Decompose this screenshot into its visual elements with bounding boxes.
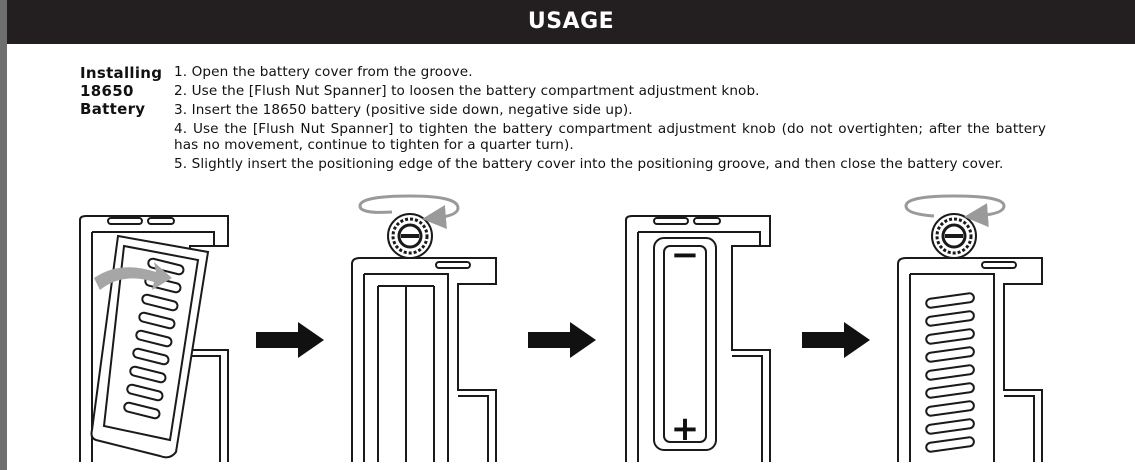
device-loosen-knob-illustration [351, 257, 497, 462]
left-edge-bar [0, 0, 7, 470]
installation-illustrations: − + [79, 194, 1043, 462]
section-label-line: 18650 [80, 82, 134, 100]
rotate-counterclockwise-icon [358, 194, 460, 229]
instruction-step: 5. Slightly insert the positioning edge … [174, 156, 1004, 172]
open-direction-arrow [94, 262, 172, 290]
battery-negative-icon: − [671, 235, 700, 275]
device-insert-battery-illustration [625, 215, 771, 462]
instruction-steps: 1. Open the battery cover from the groov… [174, 64, 1046, 175]
section-label: Installing 18650 Battery [80, 64, 170, 118]
closed-cover-slots [925, 292, 975, 453]
instruction-step: 4. Use the [Flush Nut Spanner] to tighte… [174, 121, 1046, 153]
step-arrow-icon [256, 322, 324, 358]
cover-slots [123, 257, 185, 420]
rotate-clockwise-icon [904, 194, 1006, 228]
step-arrow-icon [802, 322, 870, 358]
instruction-step: 2. Use the [Flush Nut Spanner] to loosen… [174, 83, 760, 99]
instruction-step: 1. Open the battery cover from the groov… [174, 64, 473, 80]
section-label-line: Battery [80, 100, 146, 118]
page-header: USAGE [7, 0, 1135, 44]
header-title: USAGE [527, 9, 615, 34]
adjustment-knob-icon [931, 213, 977, 259]
section-label-line: Installing [80, 64, 163, 82]
step-arrow-icon [528, 322, 596, 358]
device-open-cover-illustration [79, 215, 229, 462]
device-closed-cover-illustration [897, 257, 1043, 462]
instruction-step: 3. Insert the 18650 battery (positive si… [174, 102, 633, 118]
adjustment-knob-icon [387, 213, 433, 259]
battery-positive-icon: + [671, 409, 700, 449]
